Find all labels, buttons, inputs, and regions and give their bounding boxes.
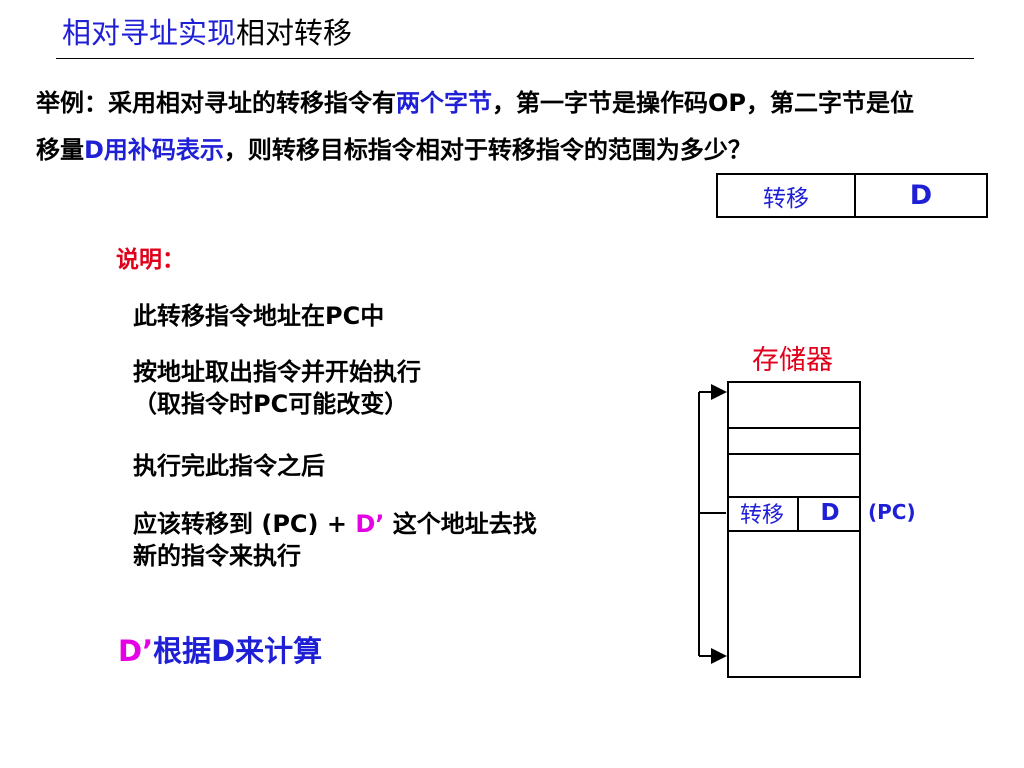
- explanation-line-2a: 按地址取出指令并开始执行: [133, 358, 421, 386]
- memory-divider: [729, 530, 859, 532]
- pc-label: (PC): [868, 500, 916, 524]
- explanation-line-4: 应该转移到 (PC) + D’ 这个地址去找 新的指令来执行: [133, 508, 537, 572]
- question-text: 举例：采用相对寻址的转移指令有两个字节，第一字节是操作码OP，第二字节是位移量D…: [36, 80, 936, 174]
- question-highlight-complement: D用补码表示: [84, 136, 224, 164]
- memory-block: [727, 381, 861, 678]
- explanation-line-4-post: 这个地址去找: [384, 510, 537, 538]
- question-part-5: ，则转移目标指令相对于转移指令的范围为多少？: [223, 136, 752, 164]
- question-part-3: ，第一字节是操作码OP，第二字节是位移量: [36, 89, 914, 164]
- instruction-opcode-field: 转移: [718, 175, 856, 216]
- memory-divider: [729, 427, 859, 429]
- explanation-label: 说明：: [116, 247, 185, 273]
- memory-divider: [729, 453, 859, 455]
- question-highlight-two-bytes: 两个字节: [396, 89, 492, 117]
- memory-label: 存储器: [752, 345, 833, 376]
- jump-range-bracket: [698, 384, 727, 664]
- memory-divider: [729, 496, 859, 498]
- footer-text: 根据D来计算: [153, 634, 323, 668]
- explanation-d-prime: D’: [355, 510, 385, 538]
- explanation-line-4b: 新的指令来执行: [133, 542, 301, 570]
- question-part-1: 举例：采用相对寻址的转移指令有: [36, 89, 396, 117]
- explanation-line-2: 按地址取出指令并开始执行 （取指令时PC可能改变）: [133, 356, 421, 420]
- title-rest: 相对转移: [236, 16, 353, 50]
- memory-cell-opcode: 转移: [727, 496, 799, 530]
- footer-d-prime: D’: [118, 634, 154, 668]
- explanation-line-3: 执行完此指令之后: [133, 452, 325, 480]
- slide-title: 相对寻址实现相对转移: [62, 10, 352, 52]
- instruction-displacement-field: D: [909, 180, 933, 211]
- title-highlight: 相对寻址实现: [62, 16, 237, 50]
- explanation-line-4-pre: 应该转移到 (PC) +: [133, 510, 356, 538]
- memory-current-cell: 转移 D: [727, 496, 861, 530]
- footer-note: D’根据D来计算: [118, 628, 322, 670]
- memory-cell-displacement: D: [820, 500, 840, 526]
- instruction-format-box: 转移 D: [716, 173, 988, 218]
- explanation-line-2b: （取指令时PC可能改变）: [133, 390, 409, 418]
- explanation-line-1: 此转移指令地址在PC中: [133, 302, 385, 330]
- title-divider: [56, 58, 974, 59]
